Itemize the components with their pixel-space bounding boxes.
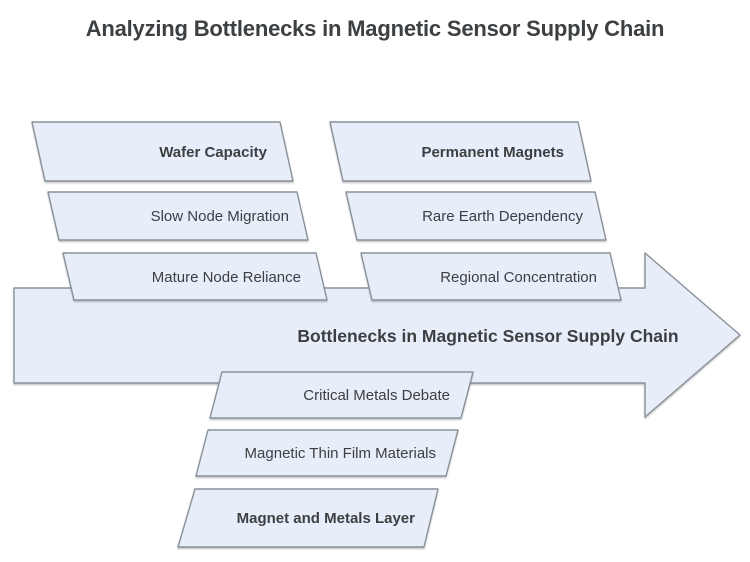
shape-slow-node-migration [47,191,309,241]
shape-magnetic-thin-film-materials [195,429,459,477]
shape-critical-metals-debate [209,371,474,419]
page-title: Analyzing Bottlenecks in Magnetic Sensor… [86,16,665,41]
shape-wafer-capacity [31,121,294,182]
label-wafer-capacity: Wafer Capacity [159,144,267,161]
branch-group-top-right: Permanent Magnets Rare Earth Dependency … [329,121,622,301]
label-slow-node-migration: Slow Node Migration [151,208,289,225]
label-magnet-and-metals-layer: Magnet and Metals Layer [237,510,416,527]
branch-group-bottom: Critical Metals Debate Magnetic Thin Fil… [177,371,474,548]
main-arrow-label: Bottlenecks in Magnetic Sensor Supply Ch… [297,326,678,346]
shape-permanent-magnets [329,121,592,182]
branch-group-top-left: Wafer Capacity Slow Node Migration Matur… [31,121,328,301]
shape-magnet-and-metals-layer [177,488,439,548]
label-critical-metals-debate: Critical Metals Debate [303,387,450,404]
shape-rare-earth-dependency [345,191,607,241]
shape-mature-node-reliance [62,252,328,301]
label-permanent-magnets: Permanent Magnets [421,144,564,161]
label-rare-earth-dependency: Rare Earth Dependency [422,208,583,225]
label-regional-concentration: Regional Concentration [440,269,597,286]
label-magnetic-thin-film-materials: Magnetic Thin Film Materials [245,445,436,462]
label-mature-node-reliance: Mature Node Reliance [152,269,301,286]
shape-regional-concentration [360,252,622,301]
